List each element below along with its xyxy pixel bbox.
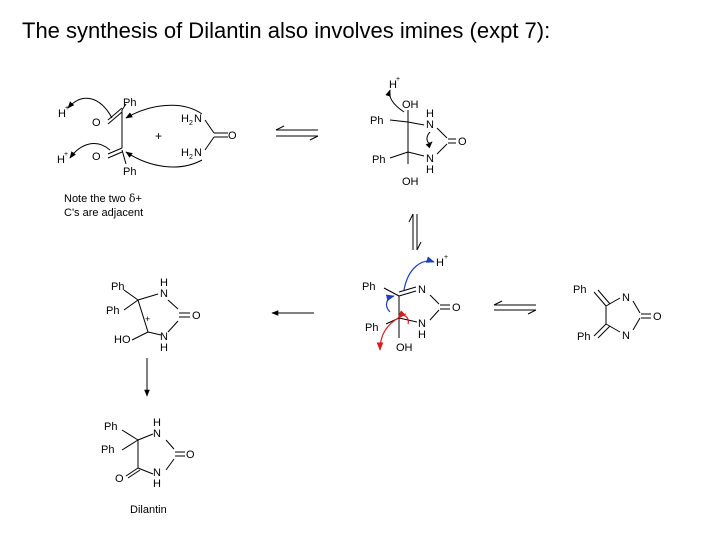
- diol-h-bottom: H: [426, 164, 434, 176]
- benzil-o-bottom: O: [92, 151, 101, 163]
- dehydration-ph-top: Ph: [362, 281, 375, 293]
- proton-charge: +: [64, 151, 68, 158]
- note-delta-adjacent: Note the two δ+ C's are adjacent: [64, 192, 143, 219]
- dehydration-proton: H +: [436, 254, 448, 269]
- urea-nh2-bottom: H 2 N: [181, 147, 202, 161]
- dehydration-n-top: N: [418, 284, 426, 296]
- curved-arrow-protonation-bottom: [69, 143, 111, 159]
- note-line-2: C's are adjacent: [64, 207, 143, 219]
- dehydration-intermediate: [383, 286, 450, 338]
- equilibrium-arrows-1: [275, 125, 319, 141]
- cation-ph-bottom: Ph: [106, 305, 119, 317]
- proton-charge: +: [396, 76, 400, 83]
- cation-h-top: H: [160, 277, 168, 289]
- dilantin-n-bottom: N: [153, 467, 161, 479]
- diol-oh-bottom: OH: [402, 176, 419, 188]
- cation-n-top: N: [160, 288, 168, 300]
- diimine-n-bottom: N: [622, 330, 630, 342]
- dilantin-ph-bottom: Ph: [101, 444, 114, 456]
- proton-h: H: [57, 154, 65, 166]
- dilantin-ph-top: Ph: [104, 421, 117, 433]
- dehydration-oh: OH: [396, 342, 413, 354]
- dilantin-o-right: O: [186, 449, 195, 461]
- plus-sign: +: [155, 129, 162, 143]
- proton-charge: +: [444, 254, 448, 261]
- dilantin-h-top: H: [153, 417, 161, 429]
- note-prefix: Note the two: [64, 193, 129, 205]
- slide-title: The synthesis of Dilantin also involves …: [22, 18, 551, 43]
- proton-charge: +: [65, 105, 69, 112]
- urea-subscript: 2: [189, 120, 193, 127]
- dilantin-n-top: N: [153, 428, 161, 440]
- curved-arrow-urea-attack-bottom: [125, 151, 203, 168]
- cation-n-bottom: N: [160, 331, 168, 343]
- diol-ph-bottom: Ph: [372, 154, 385, 166]
- proton-h: H: [389, 79, 397, 91]
- urea-nh2-top: H 2 N: [181, 113, 202, 127]
- dilantin-h-bottom: H: [153, 478, 161, 490]
- cation-charge: +: [145, 314, 150, 324]
- urea-h: H: [181, 113, 189, 125]
- benzil-ph-top: Ph: [123, 97, 136, 109]
- diol-ph-top: Ph: [370, 115, 383, 127]
- diimine-n-top: N: [622, 292, 630, 304]
- dehydration-h-bottom: H: [418, 329, 426, 341]
- equilibrium-arrows-3: [493, 300, 537, 315]
- proton-h: H: [58, 108, 66, 120]
- equilibrium-arrows-2: [408, 213, 422, 251]
- diol-oh-top: OH: [402, 99, 419, 111]
- proton-h: H: [436, 257, 444, 269]
- curved-arrow-deprotonation: [403, 256, 435, 291]
- curved-arrow-protonation-top: [67, 97, 113, 119]
- cation-intermediate: [123, 289, 190, 341]
- dilantin-label: Dilantin: [130, 504, 167, 516]
- urea-o: O: [228, 130, 237, 142]
- curved-arrow-bond-shift: [385, 294, 395, 313]
- cation-o: O: [192, 310, 201, 322]
- diol-n-top: N: [426, 119, 434, 131]
- urea-h: H: [181, 147, 189, 159]
- urea-n: N: [194, 113, 202, 125]
- benzil-o-top: O: [92, 117, 101, 129]
- dehydration-o: O: [452, 302, 461, 314]
- note-line-1: Note the two δ+: [64, 192, 142, 205]
- diol-h-top: H: [426, 108, 434, 120]
- dehydration-ph-bottom: Ph: [365, 322, 378, 334]
- benzil-molecule: [107, 103, 127, 165]
- curved-arrow-c-oh-break: [397, 310, 409, 325]
- dilantin-molecule: [121, 429, 185, 479]
- cation-h-bottom: H: [160, 342, 168, 354]
- dehydration-n-bottom: N: [418, 318, 426, 330]
- diol-o: O: [458, 136, 467, 148]
- delta-symbol: δ: [129, 192, 136, 205]
- curved-arrow-oh-protonation: [385, 89, 405, 113]
- diol-n-bottom: N: [426, 153, 434, 165]
- curved-arrow-urea-attack-top: [125, 104, 203, 119]
- note-suffix: +: [135, 193, 141, 205]
- diimine-ph-top: Ph: [573, 284, 586, 296]
- cation-ho: HO: [114, 334, 131, 346]
- urea-molecule: [204, 119, 228, 151]
- diol-intermediate: [389, 110, 456, 164]
- dilantin-o-left: O: [115, 473, 124, 485]
- curved-arrow-n-lone-pair: [425, 131, 433, 149]
- urea-subscript: 2: [189, 154, 193, 161]
- urea-n: N: [194, 147, 202, 159]
- cation-ph-top: Ph: [111, 281, 124, 293]
- diimine-ph-bottom: Ph: [577, 331, 590, 343]
- diimine-o: O: [653, 311, 662, 323]
- benzil-ph-bottom: Ph: [123, 166, 136, 178]
- proton-top: H +: [58, 105, 69, 120]
- diimine-molecule: [593, 289, 651, 339]
- proton-bottom: H +: [57, 151, 68, 166]
- diol-proton: H +: [389, 76, 400, 91]
